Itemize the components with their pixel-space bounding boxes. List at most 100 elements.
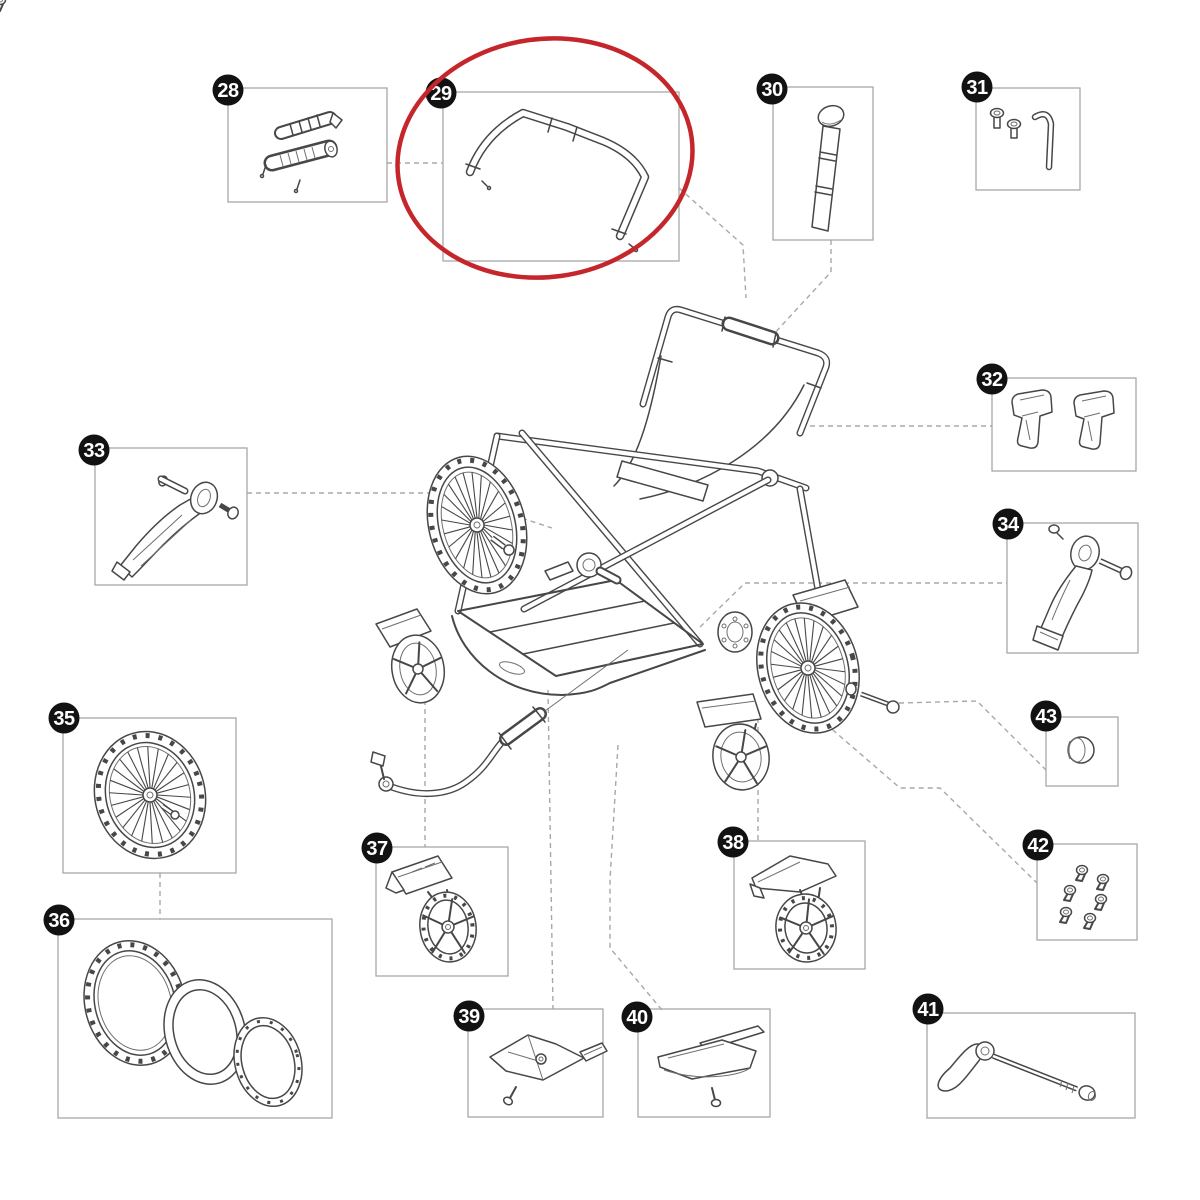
art-shape: [1067, 740, 1071, 760]
wheel-art: [93, 730, 207, 860]
art-shape: [806, 382, 822, 389]
art-shape: [1019, 394, 1045, 441]
art-shape: [639, 384, 805, 500]
art-shape: [519, 430, 703, 647]
art-shape: [502, 1096, 514, 1106]
art-shape: [1040, 565, 1093, 638]
leader-line: [609, 744, 663, 1011]
wheel-spoke: [448, 528, 472, 548]
clips-art: [1011, 389, 1115, 450]
part-badge-30: 30: [756, 73, 788, 105]
art-shape: [544, 561, 574, 581]
wheel-spoke: [156, 794, 191, 798]
art-shape: [469, 517, 485, 533]
part-badge-42: 42: [1022, 829, 1054, 861]
mount-bracket-art: [489, 1034, 608, 1106]
wheel-spoke: [156, 784, 189, 794]
badge-circle: [453, 1000, 485, 1032]
art-shape: [233, 1016, 303, 1108]
wheel-spoke: [770, 663, 802, 669]
wheel-spoke: [479, 481, 491, 520]
art-shape: [775, 893, 837, 963]
wheel-spoke: [481, 491, 499, 521]
art-shape: [743, 623, 749, 629]
art-shape: [1099, 559, 1123, 573]
caster-wheel-fender-art: [749, 855, 837, 963]
art-shape: [1068, 737, 1086, 763]
art-shape: [240, 1024, 296, 1100]
art-shape: [993, 110, 1001, 116]
badge-circle: [976, 363, 1008, 395]
art-shape: [715, 729, 767, 785]
wheel-spoke: [778, 629, 804, 664]
art-shape: [1059, 906, 1073, 924]
art-shape: [97, 955, 173, 1051]
art-shape: [1078, 544, 1092, 562]
wheel-spoke: [156, 796, 191, 811]
wheel-spoke: [478, 531, 492, 578]
part-number-label: 39: [458, 1006, 480, 1028]
wheel-spoke: [448, 483, 473, 521]
art-shape: [582, 558, 596, 572]
badge-circle: [361, 832, 393, 864]
part-badge-43: 43: [1030, 700, 1062, 732]
quick-release-skewer-art: [937, 1041, 1097, 1101]
part-number-label: 29: [430, 83, 452, 105]
art-shape: [111, 561, 131, 581]
part-number-label: 32: [981, 369, 1003, 391]
screw-set-art: [0, 0, 1110, 930]
part-number-label: 36: [48, 910, 70, 932]
part-box-34: [1006, 522, 1139, 654]
wheel-spoke: [809, 674, 822, 718]
art-shape: [663, 1043, 751, 1078]
part-box-38: [733, 840, 866, 970]
badge-circle: [961, 71, 993, 103]
art-shape: [749, 883, 765, 899]
part-badge-34: 34: [992, 508, 1024, 540]
wheel-spoke: [483, 526, 513, 544]
art-shape: [262, 164, 301, 190]
part-box-31: [975, 87, 1081, 191]
wheel-spoke: [814, 667, 846, 673]
wheel-spoke: [809, 620, 815, 662]
part-number-label: 31: [966, 77, 988, 99]
wheel-spoke: [109, 779, 144, 794]
art-shape: [109, 746, 191, 844]
wheel-spoke: [471, 472, 478, 519]
art-shape: [172, 988, 238, 1076]
art-shape: [1010, 121, 1018, 127]
art-shape: [1011, 389, 1053, 449]
part-number-label: 28: [217, 80, 239, 102]
wheel-spoke: [483, 515, 510, 524]
art-shape: [382, 780, 390, 788]
art-shape: [1096, 873, 1110, 891]
part-box-40: [637, 1008, 771, 1118]
art-shape: [710, 1098, 722, 1108]
part-number-label: 42: [1027, 835, 1049, 857]
art-shape: [119, 496, 204, 578]
art-shape: [276, 113, 335, 138]
part-box-42: [1036, 843, 1138, 941]
part-number-label: 40: [626, 1007, 648, 1029]
highlight-ellipse: [395, 36, 695, 280]
art-shape: [189, 481, 219, 515]
art-shape: [992, 1054, 1078, 1091]
wheel-spoke: [154, 762, 178, 791]
art-shape: [503, 544, 515, 556]
badge-circle: [912, 993, 944, 1025]
highlight-layer: [395, 36, 695, 280]
art-shape: [616, 460, 709, 502]
wheel-spoke: [141, 801, 149, 842]
leader-line: [547, 689, 554, 1010]
part-boxes-layer: [57, 86, 1139, 1119]
wheel-spoke: [814, 658, 843, 667]
wheel-spoke: [773, 669, 802, 678]
art-shape: [597, 568, 620, 583]
art-shape: [1059, 1079, 1075, 1094]
part-number-label: 34: [997, 514, 1020, 536]
art-shape: [159, 477, 187, 493]
art-shape: [1075, 864, 1089, 882]
art-shape: [980, 1046, 990, 1056]
badge-circle: [992, 508, 1024, 540]
